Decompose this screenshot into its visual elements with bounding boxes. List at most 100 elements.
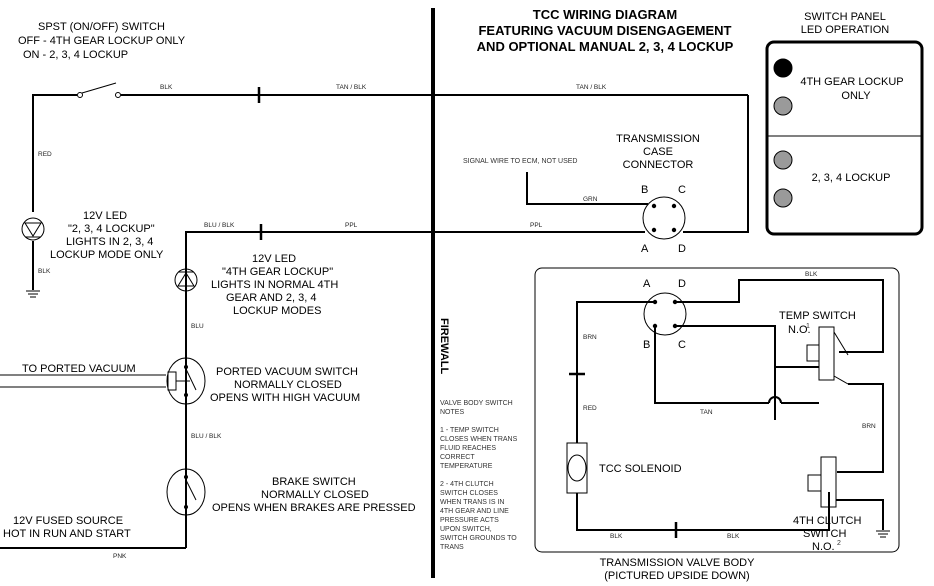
fused-source-label-1: 12V FUSED SOURCE xyxy=(13,515,123,527)
valve-body-caption-1: TRANSMISSION VALVE BODY xyxy=(600,557,756,569)
led-indicator-off-3 xyxy=(773,188,793,208)
temp-switch xyxy=(806,326,849,385)
temp-switch-sup: 1 xyxy=(806,323,810,330)
note-line-1: VALVE BODY SWITCH xyxy=(440,400,513,407)
note-line-5: FLUID REACHES xyxy=(440,445,496,452)
led-indicator-off-1 xyxy=(773,96,793,116)
led-234-label-4: LOCKUP MODE ONLY xyxy=(50,249,164,261)
firewall-label: FIREWALL xyxy=(438,318,450,374)
wire-red xyxy=(32,94,77,212)
title-line-2: FEATURING VACUUM DISENGAGEMENT xyxy=(478,23,731,38)
note-line-14: SWITCH GROUNDS TO xyxy=(440,535,517,542)
wire-blk-top-vb xyxy=(675,279,884,353)
wire-label-tan-blk-2: TAN / BLK xyxy=(576,84,607,91)
wire-clutch-link xyxy=(836,499,884,512)
wire-label-ppl-1: PPL xyxy=(345,222,358,229)
vb-pin-d: D xyxy=(678,278,686,290)
note-line-9: SWITCH CLOSES xyxy=(440,490,498,497)
wire-blu-blk-ppl xyxy=(185,231,645,548)
connector-label-2: CASE xyxy=(643,146,673,158)
wire-tan-blk-to-pin-d xyxy=(683,95,749,233)
tcc-solenoid xyxy=(566,442,588,494)
case-connector xyxy=(642,196,686,240)
wire-label-blk-vb: BLK xyxy=(805,271,818,278)
switch-panel xyxy=(765,40,924,236)
wire-brn-right xyxy=(837,383,884,473)
note-line-13: UPON SWITCH, xyxy=(440,526,492,533)
wire-tan-left xyxy=(654,326,769,404)
title-line-3: AND OPTIONAL MANUAL 2, 3, 4 LOCKUP xyxy=(477,39,734,54)
wire-temp-link xyxy=(774,366,819,420)
led-4th-label-4: GEAR AND 2, 3, 4 xyxy=(226,292,316,304)
wire-label-red: RED xyxy=(38,151,52,158)
wire-label-blu-blk-vertical: BLU / BLK xyxy=(191,433,222,440)
note-line-10: WHEN TRANS IS IN xyxy=(440,499,504,506)
clutch-switch-no: N.O. xyxy=(812,541,835,553)
vacuum-switch-label-3: OPENS WITH HIGH VACUUM xyxy=(210,392,360,404)
connector-label-3: CONNECTOR xyxy=(623,159,694,171)
spst-label-3: ON - 2, 3, 4 LOCKUP xyxy=(23,49,128,61)
connector-pin-a: A xyxy=(641,243,649,255)
wire-brn-left xyxy=(576,301,655,443)
clutch-switch-label-2: SWITCH xyxy=(803,528,846,540)
brake-switch-label-3: OPENS WHEN BRAKES ARE PRESSED xyxy=(212,502,416,514)
title-line-1: TCC WIRING DIAGRAM xyxy=(533,7,677,22)
signal-wire-label: SIGNAL WIRE TO ECM, NOT USED xyxy=(463,158,577,165)
connector-pin-d: D xyxy=(678,243,686,255)
wire-grn xyxy=(526,172,648,205)
led-4th-label-3: LIGHTS IN NORMAL 4TH xyxy=(211,279,338,291)
wire-label-blu: BLU xyxy=(191,323,204,330)
vb-pin-b: B xyxy=(643,339,650,351)
led-234-label-2: "2, 3, 4 LOCKUP" xyxy=(68,223,155,235)
note-line-3: 1 - TEMP SWITCH xyxy=(440,427,499,434)
wire-pin-c xyxy=(675,325,776,397)
wire-label-tan-blk-1: TAN / BLK xyxy=(336,84,367,91)
vacuum-switch-label-1: PORTED VACUUM SWITCH xyxy=(216,366,358,378)
panel-top-label-1: 4TH GEAR LOCKUP xyxy=(800,76,903,88)
wire-label-pnk: PNK xyxy=(113,553,127,560)
connector-pin-c: C xyxy=(678,184,686,196)
note-line-6: CORRECT xyxy=(440,454,475,461)
wire-label-tan: TAN xyxy=(700,409,713,416)
led-indicator-on xyxy=(773,58,793,78)
note-line-2: NOTES xyxy=(440,409,464,416)
wire-label-brn-left: BRN xyxy=(583,334,597,341)
4th-clutch-switch xyxy=(807,456,837,508)
vacuum-switch-label-2: NORMALLY CLOSED xyxy=(234,379,342,391)
wire-label-red-vb: RED xyxy=(583,405,597,412)
ground-icon xyxy=(26,290,40,298)
note-line-12: PRESSURE ACTS xyxy=(440,517,499,524)
tcc-solenoid-label: TCC SOLENOID xyxy=(599,463,682,475)
wire-label-grn: GRN xyxy=(583,196,598,203)
panel-top-label-2: ONLY xyxy=(841,90,871,102)
wire-blk-bottom xyxy=(576,492,830,531)
valve-body-caption-2: (PICTURED UPSIDE DOWN) xyxy=(604,570,749,582)
wire-label-ppl-2: PPL xyxy=(530,222,543,229)
note-line-11: 4TH GEAR AND LINE xyxy=(440,508,509,515)
note-line-15: TRANS xyxy=(440,544,464,551)
ported-vacuum-switch xyxy=(166,357,206,405)
valve-body-connector xyxy=(643,292,687,336)
note-line-7: TEMPERATURE xyxy=(440,463,493,470)
vb-pin-c: C xyxy=(678,339,686,351)
led-234-label-3: LIGHTS IN 2, 3, 4 xyxy=(66,236,153,248)
led-indicator-off-2 xyxy=(773,150,793,170)
wire-label-blu-blk-top: BLU / BLK xyxy=(204,222,235,229)
brake-switch xyxy=(166,468,206,516)
clutch-switch-label-1: 4TH CLUTCH xyxy=(793,515,862,527)
ground-icon-valve-body xyxy=(876,530,890,538)
panel-bottom-label: 2, 3, 4 LOCKUP xyxy=(812,172,891,184)
note-line-4: CLOSES WHEN TRANS xyxy=(440,436,518,443)
wire-label-blk-top: BLK xyxy=(160,84,173,91)
led-4th-label-2: "4TH GEAR LOCKUP" xyxy=(222,266,333,278)
switch-panel-title-2: LED OPERATION xyxy=(801,24,889,36)
temp-switch-no: N.O. xyxy=(788,324,811,336)
wire-label-brn-right: BRN xyxy=(862,423,876,430)
spst-label-2: OFF - 4TH GEAR LOCKUP ONLY xyxy=(18,35,186,47)
brake-switch-label-2: NORMALLY CLOSED xyxy=(261,489,369,501)
switch-panel-title-1: SWITCH PANEL xyxy=(804,11,886,23)
connector-pin-b: B xyxy=(641,184,648,196)
note-line-8: 2 - 4TH CLUTCH xyxy=(440,481,494,488)
led-234-label-1: 12V LED xyxy=(83,210,127,222)
vb-pin-a: A xyxy=(643,278,651,290)
